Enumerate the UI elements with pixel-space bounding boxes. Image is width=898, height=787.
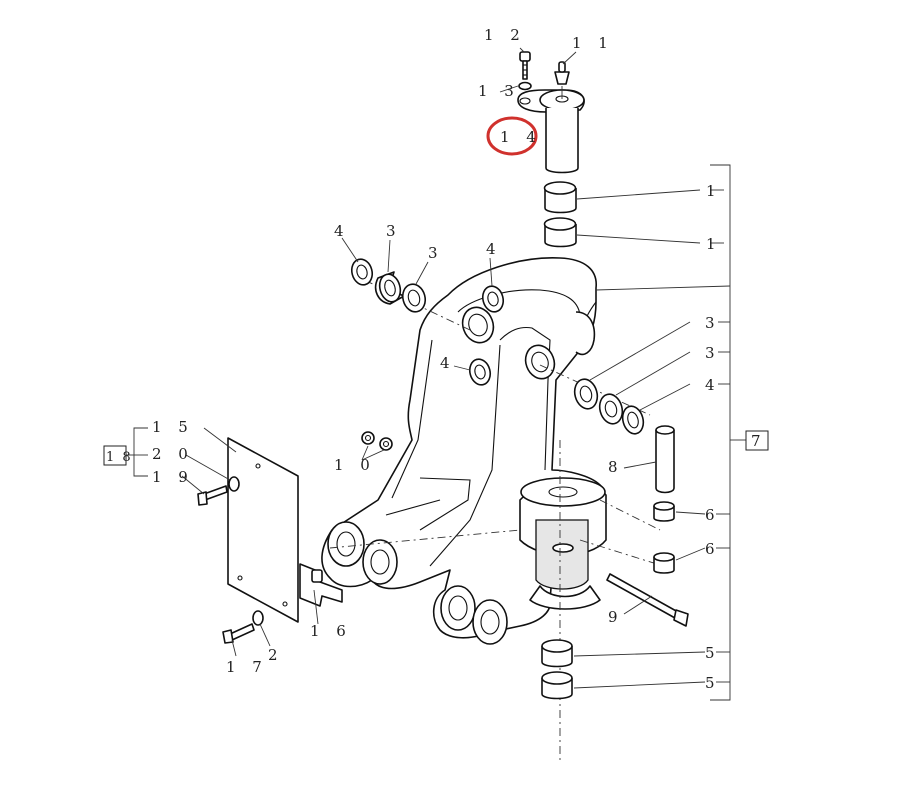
bushing-1-lower: [543, 217, 577, 248]
assembly-box-18: 1 8: [103, 445, 133, 466]
assembly-label-18: 1 8: [106, 450, 133, 465]
seal-4-mid: [468, 358, 492, 386]
callout-3-left-a: 3: [386, 222, 402, 240]
highlight-circle: [486, 116, 538, 156]
seal-4-left: [350, 258, 374, 286]
callout-4-right: 4: [705, 376, 721, 394]
bearing-3-left-a: [374, 271, 405, 305]
callout-6a: 6: [705, 506, 721, 524]
bushing-6-upper: [653, 501, 675, 522]
callout-4-top: 4: [486, 240, 502, 258]
callout-5b: 5: [705, 674, 721, 692]
leader-lines: [126, 47, 746, 701]
pin-8: [655, 425, 675, 494]
assembly-box-7: 7: [745, 430, 769, 451]
callout-20: 2 0: [152, 445, 194, 463]
bolt-9: [606, 573, 689, 627]
callout-12: 1 2: [484, 26, 526, 44]
callout-5a: 5: [705, 644, 721, 662]
callout-8: 8: [608, 458, 624, 476]
seal-4-upper-mid: [481, 285, 505, 313]
callout-1a: 1: [706, 182, 722, 200]
grease-nipple-11: [554, 61, 570, 85]
nuts-10: [361, 431, 393, 451]
bearing-3-right-b: [598, 393, 624, 425]
callout-14: 1 4: [500, 128, 542, 146]
callout-19: 1 9: [152, 468, 194, 486]
callout-15: 1 5: [152, 418, 194, 436]
bolt-17: [222, 623, 255, 644]
cover-plate-15: [227, 437, 299, 623]
bushing-5-upper: [541, 639, 573, 668]
pin-14: [517, 86, 585, 174]
callout-17: 1 7: [226, 658, 268, 676]
washer-13: [518, 81, 532, 91]
bearing-3-right-a: [573, 378, 599, 410]
washer-2: [252, 610, 264, 626]
assembly-label-7: 7: [751, 432, 767, 450]
callout-9: 9: [608, 608, 624, 626]
bushing-6-lower: [653, 552, 675, 574]
callout-labels: 1 2 1 1 1 3 1 4 1 1 3 3 4 6 6 5 5 4 3 3 …: [152, 26, 722, 692]
callout-3-left-b: 3: [428, 244, 444, 262]
bushing-1-upper: [543, 181, 577, 214]
bearing-3-left-b: [401, 283, 427, 313]
callout-4-mid: 4: [440, 354, 456, 372]
seal-4-right: [621, 405, 645, 435]
callout-3b: 3: [705, 344, 721, 362]
swing-bracket-7: [321, 257, 661, 760]
bushing-5-lower: [541, 671, 573, 700]
callout-3a: 3: [705, 314, 721, 332]
bracket-16: [299, 563, 343, 607]
washer-20: [228, 476, 240, 492]
callout-2: 2: [268, 646, 284, 664]
callout-4-left: 4: [334, 222, 350, 240]
callout-11: 1 1: [572, 34, 614, 52]
callout-16: 1 6: [310, 622, 352, 640]
bolt-12: [519, 51, 531, 80]
bolt-19: [197, 485, 228, 506]
top-pin-group: [517, 51, 585, 174]
callout-13: 1 3: [478, 82, 520, 100]
callout-10: 1 0: [334, 456, 376, 474]
callout-1b: 1: [706, 235, 722, 253]
callout-6b: 6: [705, 540, 721, 558]
